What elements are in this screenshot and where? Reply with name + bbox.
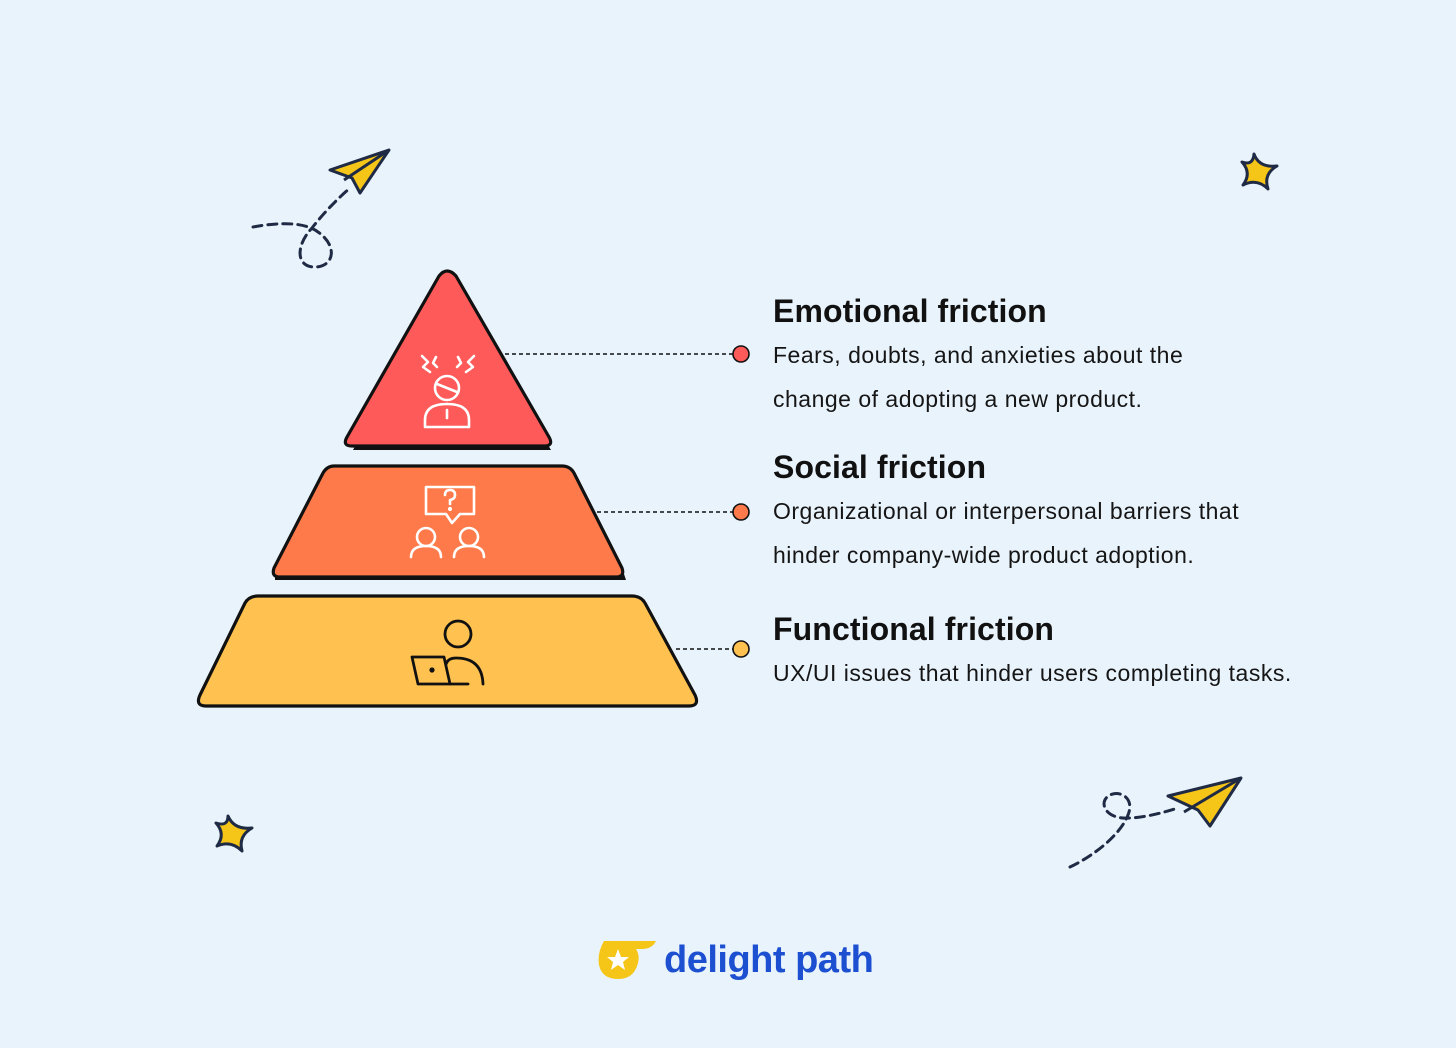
layer-title: Functional friction xyxy=(773,611,1054,647)
connector-social xyxy=(597,503,750,521)
layer-description: Fears, doubts, and anxieties about the c… xyxy=(773,333,1413,421)
layer-label-emotional: Emotional friction Fears, doubts, and an… xyxy=(773,293,1413,421)
logo-text: delight path xyxy=(664,938,874,981)
layer-description: UX/UI issues that hinder users completin… xyxy=(773,651,1413,695)
layer-title: Emotional friction xyxy=(773,293,1047,329)
pyramid-layer-emotional xyxy=(343,269,553,450)
layer-label-functional: Functional friction UX/UI issues that hi… xyxy=(773,611,1413,695)
paper-plane-icon xyxy=(1068,776,1243,869)
sparkle-icon xyxy=(214,814,254,853)
brand-logo: delight path xyxy=(596,934,874,986)
layer-title: Social friction xyxy=(773,449,987,485)
person-laptop-icon xyxy=(410,619,485,686)
layer-description-line: change of adopting a new product. xyxy=(773,386,1143,412)
pyramid-layer-social xyxy=(271,464,626,580)
layer-description-line: Organizational or interpersonal barriers… xyxy=(773,498,1240,524)
layer-description-line: hinder company-wide product adoption. xyxy=(773,542,1195,568)
layer-description: Organizational or interpersonal barriers… xyxy=(773,489,1413,577)
people-question-icon xyxy=(409,485,486,559)
layer-label-social: Social friction Organizational or interp… xyxy=(773,449,1413,577)
paper-plane-icon xyxy=(251,148,391,269)
sparkle-icon xyxy=(1240,152,1279,191)
stressed-person-icon xyxy=(420,354,476,429)
connector-emotional xyxy=(505,345,750,363)
layer-description-line: UX/UI issues that hinder users completin… xyxy=(773,660,1292,686)
pyramid-layer-functional xyxy=(196,594,699,708)
layer-description-line: Fears, doubts, and anxieties about the xyxy=(773,342,1184,368)
star-wing-logo-icon xyxy=(598,941,656,979)
connector-functional xyxy=(676,640,750,658)
